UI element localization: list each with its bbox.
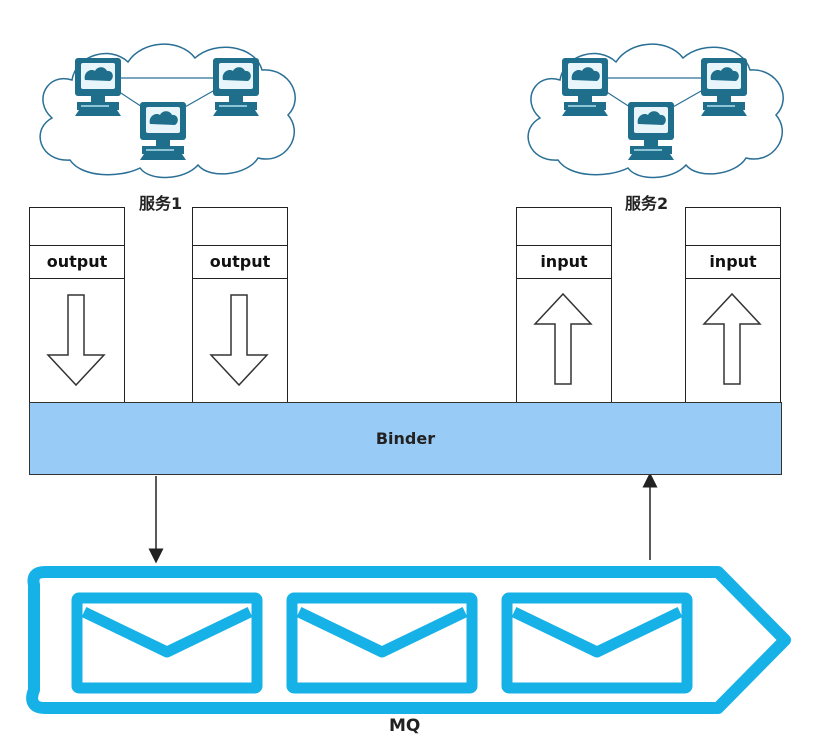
output-channel-label: output [193,245,287,279]
input-channel: input [516,207,612,404]
up-arrow-icon [702,292,762,385]
up-arrow-icon [533,292,593,385]
service1-label: 服务1 [139,194,183,213]
service2-label: 服务2 [625,194,669,213]
service1-cloud-icon [39,43,296,179]
input-channel-label: input [686,245,780,279]
mq-label: MQ [389,716,421,736]
output-channel: output [29,207,125,404]
mq-queue-icon [26,566,791,714]
service2-cloud-icon [527,43,784,179]
binder-label: Binder [375,429,436,448]
input-channel: input [685,207,781,404]
down-arrow-icon [209,294,269,387]
binder-bar: Binder [29,402,782,475]
input-channel-label: input [517,245,611,279]
output-channel: output [192,207,288,404]
output-channel-label: output [30,245,124,279]
down-arrow-icon [46,294,106,387]
